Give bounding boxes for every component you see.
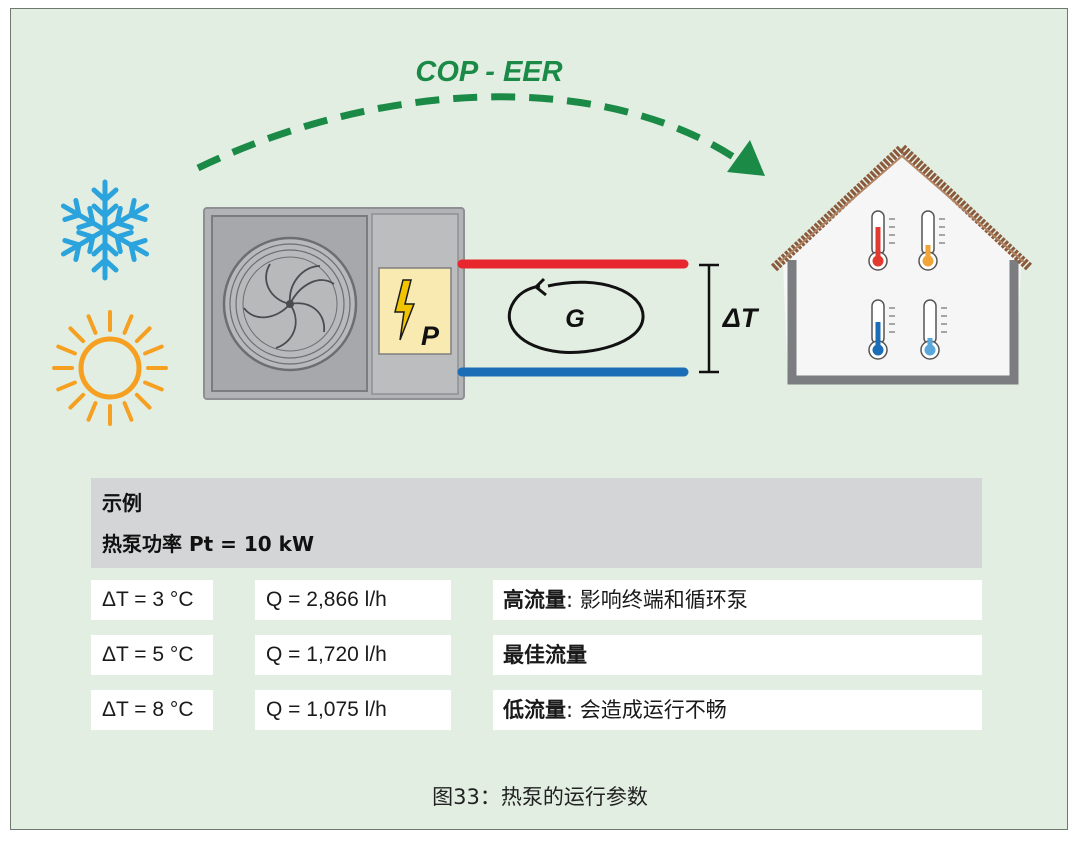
delta-t-label: ΔT: [722, 303, 760, 333]
flow-label: G: [565, 305, 584, 333]
flow-description-cell: 高流量: 影响终端和循环泵: [493, 580, 982, 620]
example-title: 示例: [102, 491, 142, 515]
efficiency-arc: [196, 93, 737, 172]
flow-description-label: 高流量: [503, 588, 566, 612]
sun-icon: [31, 289, 189, 447]
efficiency-label: COP - EER: [415, 56, 562, 88]
snowflake-icon: [58, 179, 152, 278]
heat-pump-unit: P: [203, 207, 465, 400]
flow-cell: Q = 1,075 l/h: [255, 690, 451, 730]
power-label: P: [421, 321, 440, 351]
heat-pump-diagram: COP - EER: [0, 56, 1034, 470]
thermometer-icon: [868, 210, 895, 271]
figure-caption: 图33：热泵的运行参数: [432, 785, 648, 809]
flow-description-cell: 最佳流量: [493, 635, 982, 675]
thermometer-icon: [920, 299, 947, 360]
arrow-head-icon: [727, 140, 765, 176]
delta-t-cell: ΔT = 3 °C: [91, 580, 213, 620]
flow-cell: Q = 2,866 l/h: [255, 580, 451, 620]
delta-t-cell: ΔT = 8 °C: [91, 690, 213, 730]
power-panel: [378, 267, 452, 355]
delta-t-bracket: [699, 263, 719, 374]
delta-t-cell: ΔT = 5 °C: [91, 635, 213, 675]
flow-description-label: 低流量: [503, 698, 566, 722]
example-subtitle: 热泵功率 Pt = 10 kW: [102, 532, 315, 556]
flow-description-cell: 低流量: 会造成运行不畅: [493, 690, 982, 730]
fan-icon: [222, 236, 358, 372]
house-icon: [770, 141, 1034, 385]
flow-description-note: : 会造成运行不畅: [566, 698, 727, 722]
flow-loop-icon: [507, 277, 645, 354]
thermometer-icon: [868, 299, 895, 360]
flow-cell: Q = 1,720 l/h: [255, 635, 451, 675]
thermometer-icon: [918, 210, 945, 271]
lightning-bolt-icon: [394, 279, 416, 341]
flow-description-label: 最佳流量: [503, 643, 587, 667]
flow-description-note: : 影响终端和循环泵: [566, 588, 748, 612]
example-panel: 示例 热泵功率 Pt = 10 kW: [91, 478, 982, 568]
